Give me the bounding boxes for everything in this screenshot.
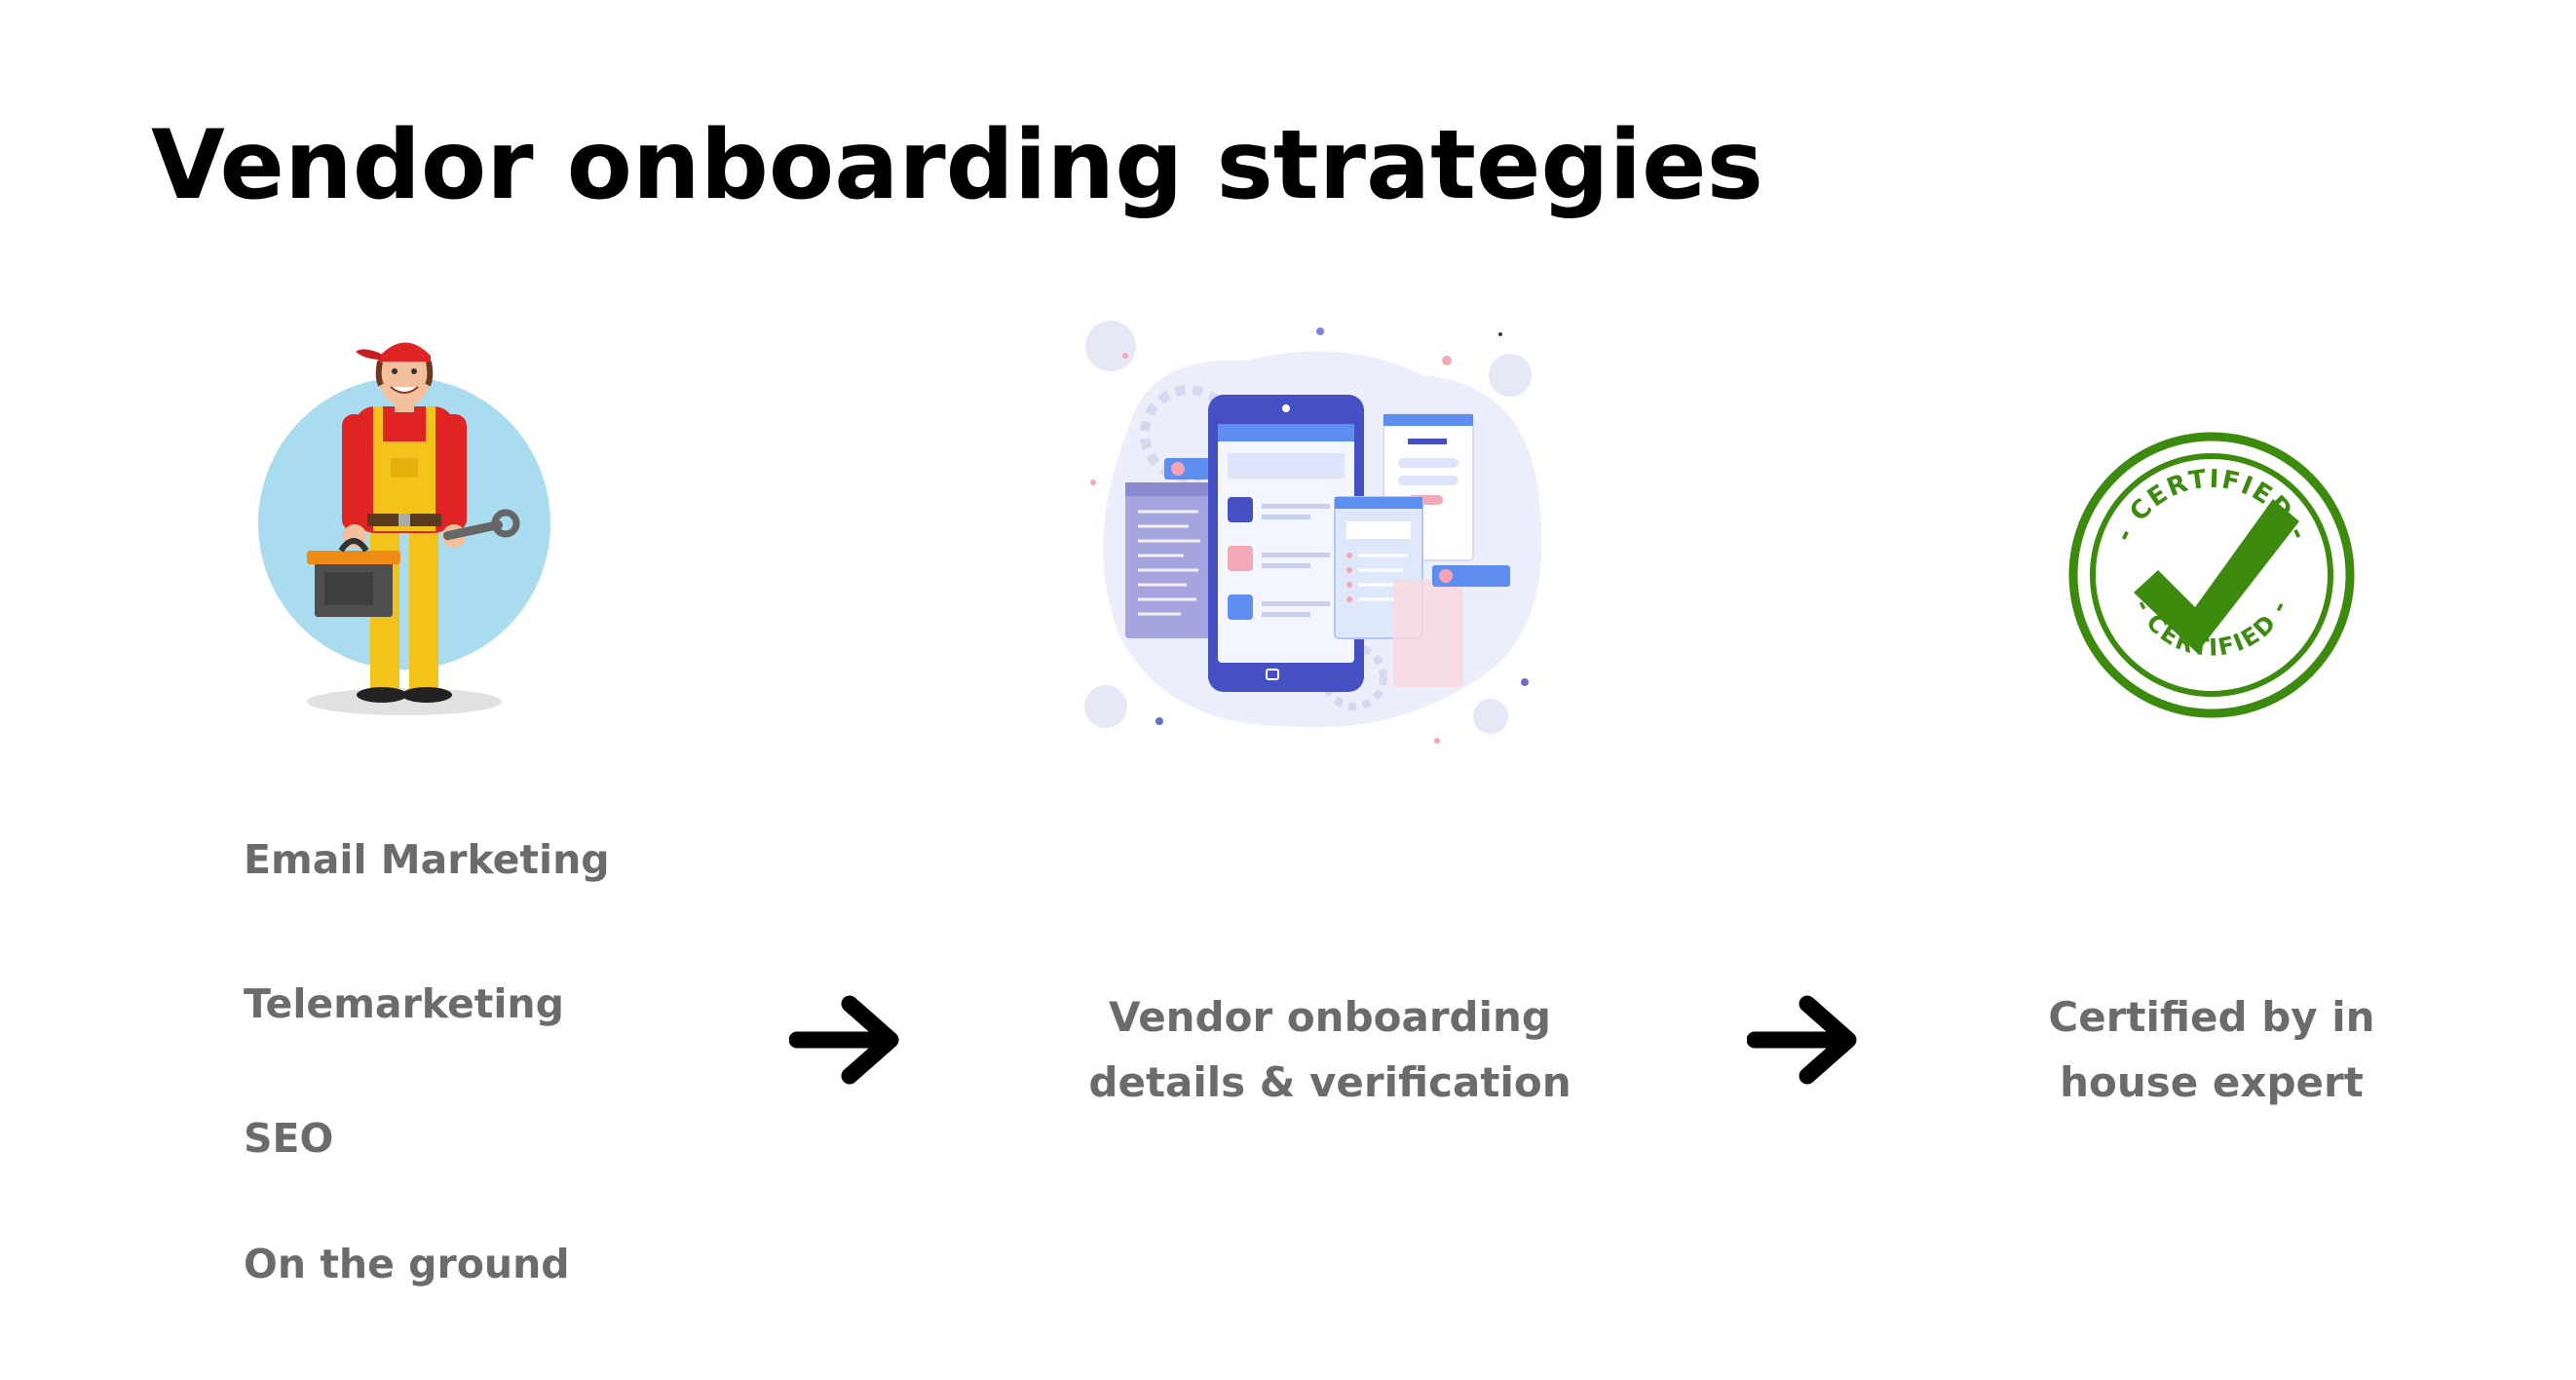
handyman-vendor-illustration [248,317,560,726]
right-arrow-icon [788,994,906,1091]
step-certified-line-2: house expert [2060,1058,2364,1106]
step-vendor-onboarding-line-2: details & verification [1088,1058,1572,1106]
step-certified-line-1: Certified by in [2048,993,2375,1041]
certified-stamp-icon: - CERTIFIED - - CERTIFIED - [2065,429,2358,721]
channel-email-marketing: Email Marketing [244,836,610,883]
mobile-app-forms-illustration [1072,317,1554,750]
channel-seo: SEO [244,1115,334,1162]
channel-telemarketing: Telemarketing [244,980,564,1027]
step-vendor-onboarding-line-1: Vendor onboarding [1108,993,1551,1041]
step-certified-text: Certified by in house expert [1988,984,2436,1115]
channel-on-the-ground: On the ground [244,1241,570,1287]
right-arrow-icon [1746,994,1864,1091]
slide-title: Vendor onboarding strategies [151,110,1763,221]
step-vendor-onboarding-text: Vendor onboarding details & verification [1052,984,1608,1115]
